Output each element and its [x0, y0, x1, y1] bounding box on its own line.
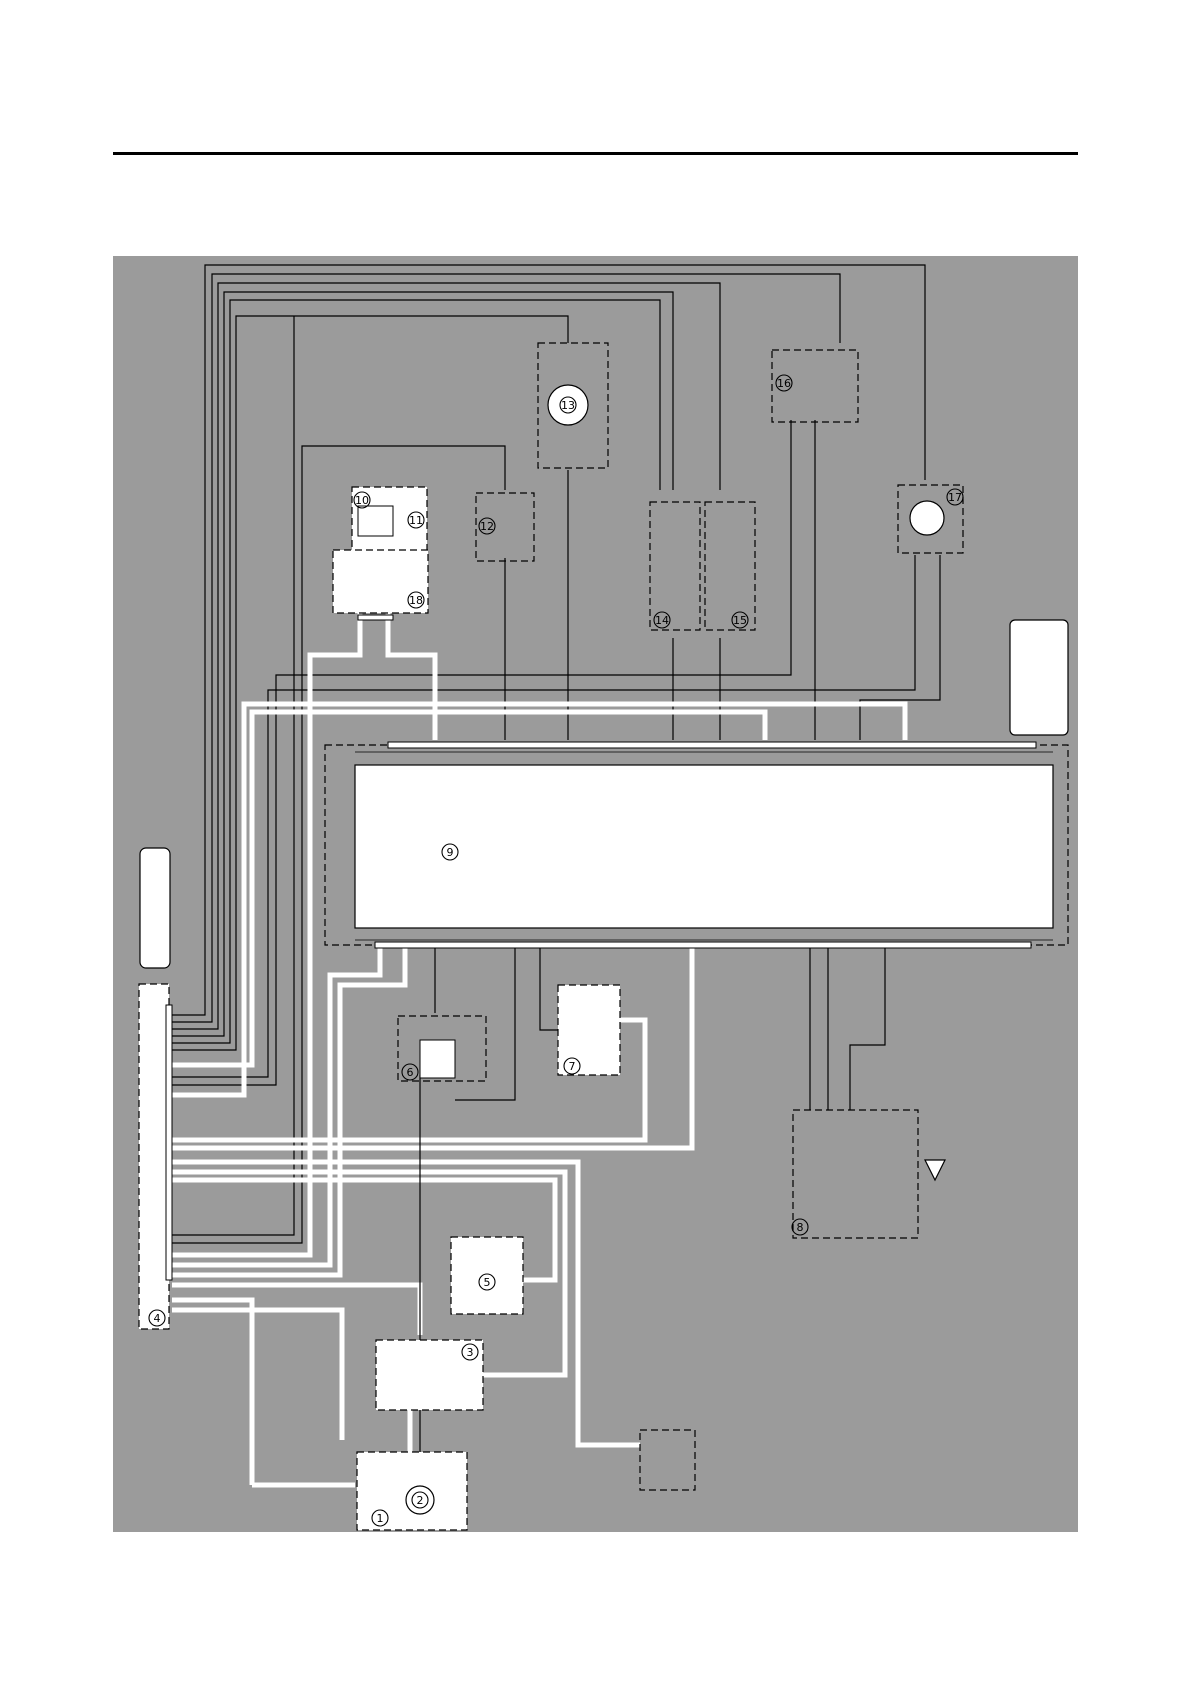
- label-16: 16: [776, 375, 792, 391]
- svg-text:16: 16: [777, 377, 791, 390]
- svg-text:12: 12: [480, 520, 494, 533]
- svg-text:4: 4: [154, 1312, 161, 1325]
- svg-text:2: 2: [417, 1494, 424, 1507]
- svg-text:3: 3: [467, 1346, 474, 1359]
- svg-text:6: 6: [407, 1066, 414, 1079]
- ecu-connector-icon: [140, 848, 170, 968]
- label-12: 12: [479, 518, 495, 534]
- svg-text:7: 7: [569, 1060, 576, 1073]
- svg-text:9: 9: [447, 846, 454, 859]
- label-14: 14: [654, 612, 670, 628]
- label-13: 13: [560, 397, 576, 413]
- coil-icon: [420, 1040, 455, 1078]
- svg-text:15: 15: [733, 614, 747, 627]
- ecu-unit: [325, 742, 1068, 948]
- svg-text:18: 18: [409, 594, 423, 607]
- pump-icon: [910, 501, 944, 535]
- svg-text:5: 5: [484, 1276, 491, 1289]
- label-17: 17: [947, 489, 963, 505]
- svg-text:17: 17: [948, 491, 962, 504]
- harness-connector-block: [139, 848, 172, 1329]
- svg-text:10: 10: [355, 494, 369, 507]
- svg-text:11: 11: [409, 514, 423, 527]
- svg-text:13: 13: [561, 399, 575, 412]
- svg-text:14: 14: [655, 614, 669, 627]
- svg-text:8: 8: [797, 1221, 804, 1234]
- svg-text:1: 1: [377, 1512, 384, 1525]
- label-11: 11: [408, 512, 424, 528]
- component-7-box: [558, 985, 620, 1075]
- ecu-connector-face-icon: [1010, 620, 1068, 735]
- label-10: 10: [354, 492, 370, 508]
- label-18: 18: [408, 592, 424, 608]
- label-15: 15: [732, 612, 748, 628]
